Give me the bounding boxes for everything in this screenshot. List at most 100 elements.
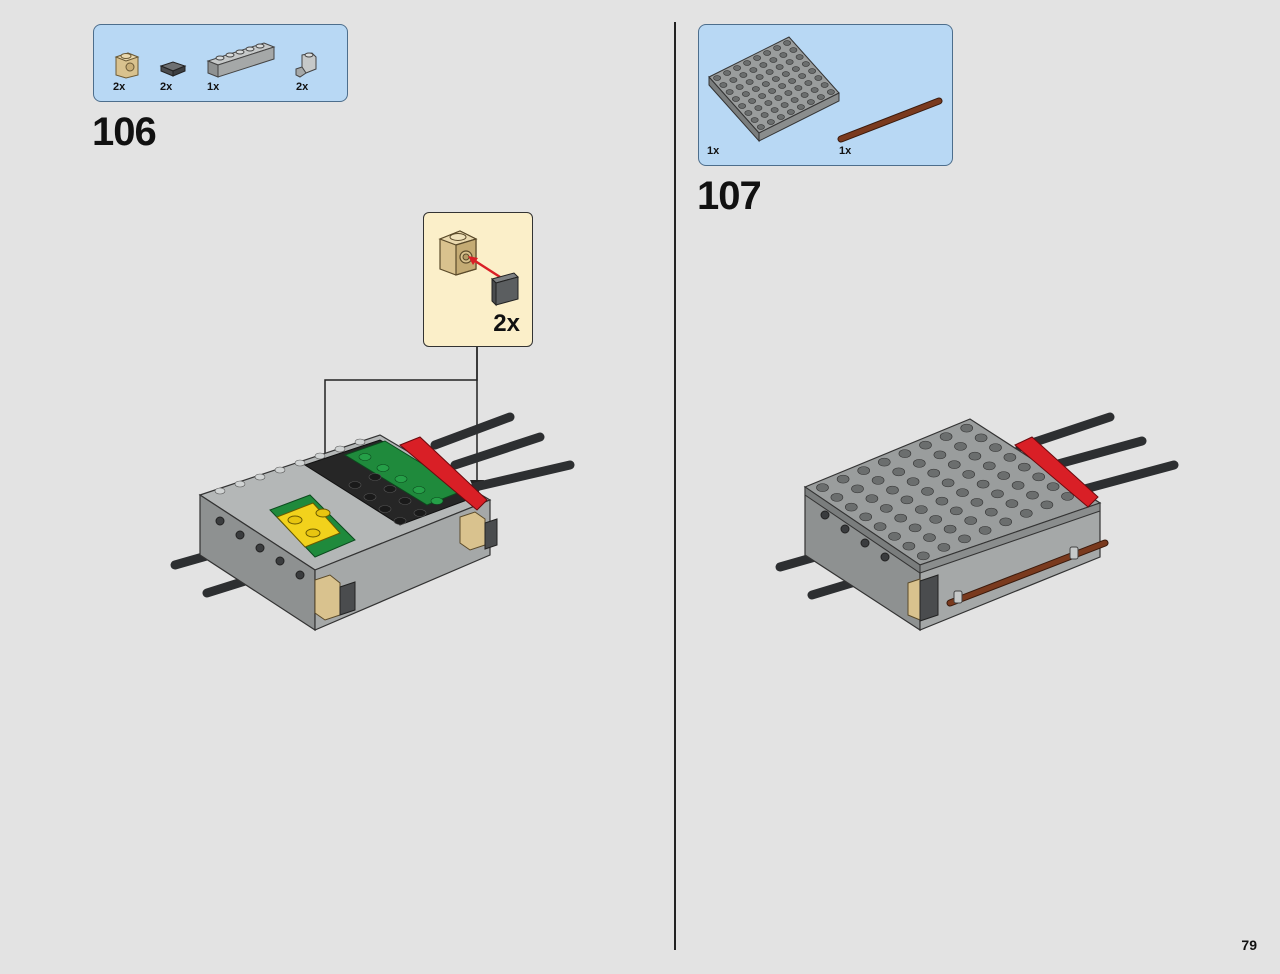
plate-stud	[773, 45, 782, 51]
plate-stud	[765, 69, 774, 75]
plate-stud	[750, 117, 759, 123]
plate-stud	[731, 96, 740, 102]
plate-stud	[735, 84, 744, 90]
plate-stud	[789, 47, 798, 53]
plate-stud	[915, 505, 928, 514]
step-number-107: 107	[697, 174, 762, 218]
plate-stud	[880, 504, 893, 513]
plate-stud	[781, 71, 790, 77]
plate-stud	[970, 498, 984, 507]
plate-stud	[906, 477, 920, 486]
tan-brick-right	[459, 511, 486, 551]
plate-stud	[919, 440, 932, 450]
plate-stud	[713, 75, 722, 81]
plate-stud	[968, 451, 982, 461]
plate-stud	[719, 82, 728, 88]
parts-list-step-107: 1x 1x	[698, 24, 953, 166]
plate-stud	[954, 442, 967, 451]
plate-stud	[991, 489, 1004, 499]
plate-stud	[1005, 499, 1019, 508]
plate-stud	[800, 92, 809, 98]
plate-stud	[776, 114, 785, 120]
plate-stud	[760, 112, 769, 118]
plate-stud	[927, 468, 940, 478]
plate-stud	[974, 433, 988, 443]
plate-stud	[851, 484, 864, 494]
plate-stud	[1019, 509, 1033, 518]
plate-stud	[935, 496, 949, 506]
model-assembly-step-107	[775, 412, 1179, 632]
plate-stud	[929, 515, 942, 524]
model-assembly-step-106	[170, 412, 575, 632]
plate-stud	[785, 59, 794, 65]
dark-gray-tile-icon	[159, 61, 187, 77]
plate-stud	[1018, 462, 1031, 472]
part-qty: 2x	[113, 81, 126, 93]
plate-stud	[754, 105, 763, 111]
plate-stud	[873, 522, 887, 531]
plate-stud	[748, 98, 757, 104]
plate-stud	[816, 94, 825, 100]
dark-gray-tile	[919, 574, 939, 622]
plate-stud	[958, 534, 971, 544]
tan-brick-with-stud-icon	[114, 52, 140, 79]
plate-stud	[845, 502, 858, 512]
plate-stud	[804, 80, 813, 86]
page-number: 79	[1241, 937, 1257, 953]
plate-stud	[810, 87, 819, 93]
red-slope	[1014, 436, 1099, 508]
plate-stud	[753, 55, 762, 61]
plate-stud	[857, 466, 870, 475]
plate-stud	[791, 66, 800, 72]
plate-stud	[871, 476, 885, 485]
plate-stud	[786, 109, 795, 115]
plate-stud	[806, 99, 815, 105]
plate-stud	[964, 516, 977, 525]
tan-brick-front	[314, 574, 341, 621]
plate-stud	[770, 107, 779, 113]
plate-stud	[801, 61, 810, 67]
reddish-brown-bar	[946, 539, 1109, 607]
part-qty: 2x	[160, 81, 173, 93]
plate-stud	[888, 532, 901, 541]
plate-stud	[978, 526, 992, 535]
plate-stud	[997, 471, 1010, 480]
plate-stud	[745, 79, 754, 85]
plate-stud	[798, 73, 807, 79]
plate-stud	[723, 70, 732, 76]
plate-stud	[771, 76, 780, 82]
plate-stud	[778, 83, 787, 89]
plate-stud	[960, 423, 973, 433]
plate-stud	[733, 65, 742, 71]
plate-stud	[826, 89, 835, 95]
plate-stud	[795, 54, 804, 60]
plate-stud	[808, 68, 817, 74]
plate-stud	[900, 495, 914, 505]
plate-stud	[774, 95, 783, 101]
plate-stud	[1046, 482, 1060, 491]
part-qty: 2x	[296, 81, 309, 93]
plate-stud	[764, 100, 773, 106]
plate-stud	[759, 62, 768, 68]
plate-stud	[816, 483, 829, 492]
red-arrow-icon	[468, 256, 501, 279]
plate-stud	[830, 493, 844, 502]
page-divider	[674, 22, 676, 950]
plate-stud	[1011, 481, 1025, 490]
sub-assembly-callout: 2x	[423, 212, 533, 347]
plate-stud	[908, 523, 922, 533]
plate-stud	[769, 57, 778, 63]
plate-stud	[956, 488, 969, 497]
plate-stud	[999, 517, 1012, 527]
plate-stud	[892, 467, 905, 477]
parts-list-step-106: 2x 2x 1x 2x	[93, 24, 348, 102]
plate-stud	[788, 78, 797, 84]
plate-stud	[756, 124, 765, 130]
plate-stud	[775, 64, 784, 70]
plate-stud	[894, 513, 907, 523]
plate-stud	[1032, 472, 1046, 482]
plate-stud	[743, 60, 752, 66]
plate-stud	[941, 478, 955, 488]
callout-qty: 2x	[493, 310, 520, 337]
plate-stud	[738, 103, 747, 109]
